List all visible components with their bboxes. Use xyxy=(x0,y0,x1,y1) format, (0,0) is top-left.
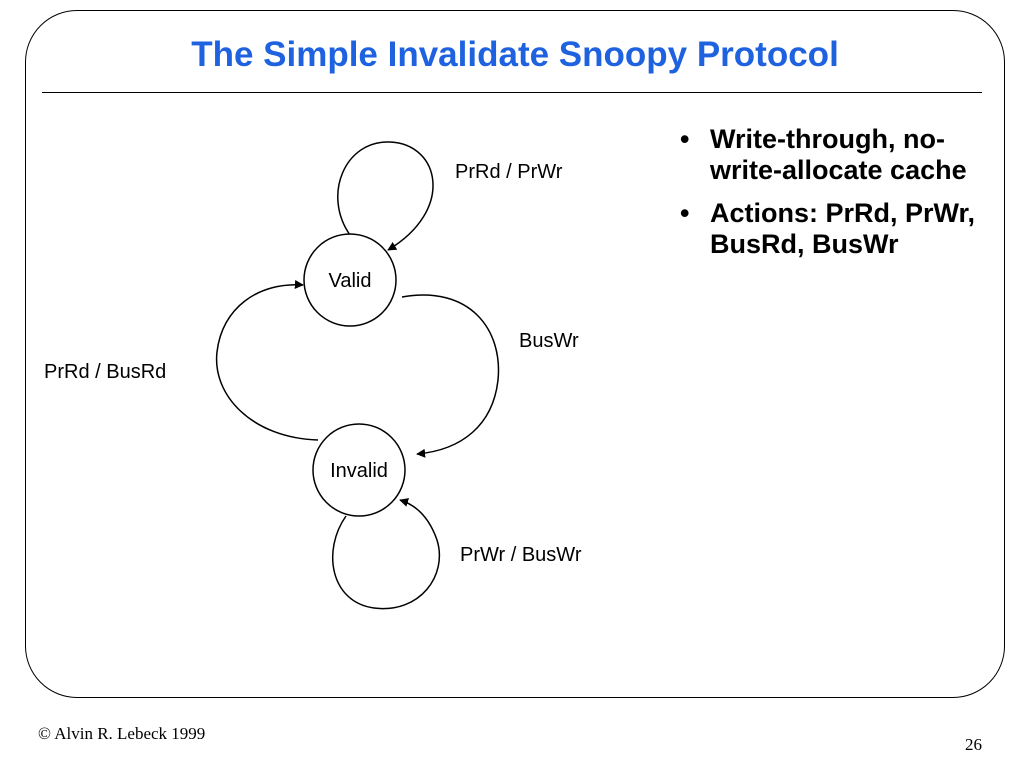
state-invalid-label: Invalid xyxy=(330,460,388,482)
transition-label-prrd-prwr: PrRd / PrWr xyxy=(455,161,563,183)
transition-invalid-self-loop xyxy=(332,498,441,610)
slide-frame xyxy=(25,10,1005,698)
bullet-item: Write-through, no-write-allocate cache xyxy=(676,124,976,186)
page-number: 26 xyxy=(965,735,982,754)
slide-title: The Simple Invalidate Snoopy Protocol xyxy=(191,35,839,74)
footer-copyright: © Alvin R. Lebeck 1999 xyxy=(38,724,206,743)
transition-label-prrd-busrd: PrRd / BusRd xyxy=(44,361,166,383)
transition-valid-to-invalid xyxy=(401,294,500,458)
state-valid-label: Valid xyxy=(329,270,372,292)
bullet-item: Actions: PrRd, PrWr, BusRd, BusWr xyxy=(676,198,976,260)
transition-invalid-to-valid xyxy=(215,279,319,441)
transition-label-buswr: BusWr xyxy=(519,330,579,352)
title-divider xyxy=(42,92,982,93)
transition-label-prwr-buswr: PrWr / BusWr xyxy=(460,544,582,566)
state-invalid xyxy=(312,423,406,517)
transition-valid-self-loop xyxy=(337,141,434,251)
state-valid xyxy=(303,233,397,327)
bullet-list: Write-through, no-write-allocate cache A… xyxy=(676,124,976,272)
